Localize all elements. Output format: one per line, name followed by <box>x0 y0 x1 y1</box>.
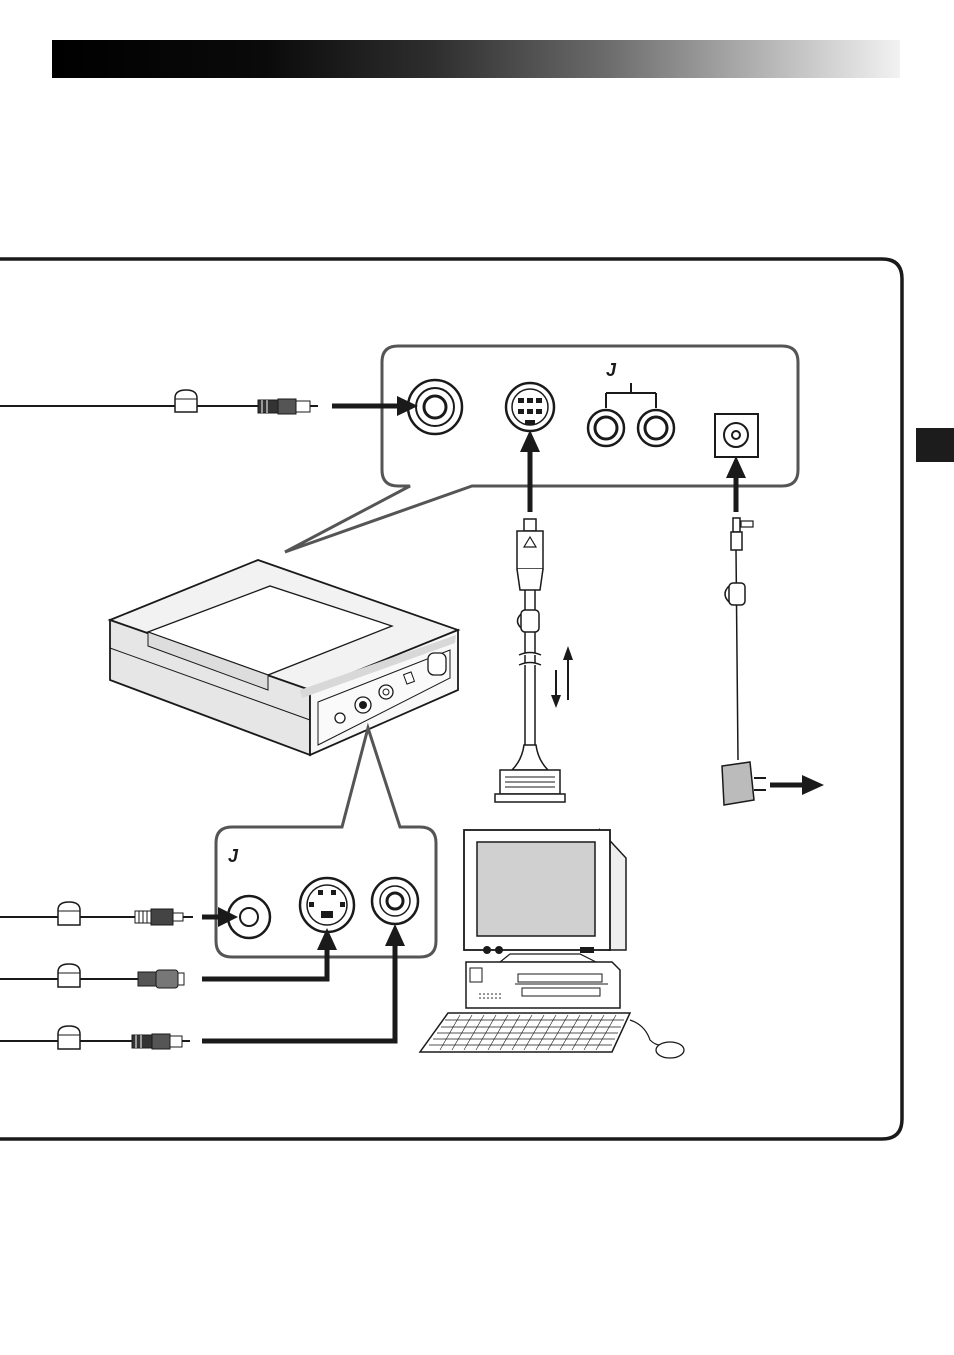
ferrite-core-icon <box>518 610 540 632</box>
dc-in-jack-icon <box>715 414 758 457</box>
video-plug-icon <box>132 1034 190 1049</box>
audio-plug-icon <box>135 909 193 925</box>
computer-icon <box>420 830 684 1058</box>
ferrite-core-icon <box>725 583 745 605</box>
ac-adapter-cable <box>722 456 824 805</box>
video-plug-icon <box>258 399 318 414</box>
audio-cable <box>0 902 238 927</box>
pc-port-icon <box>506 383 554 431</box>
composite-in-jack-icon <box>372 878 418 924</box>
ferrite-core-icon <box>58 902 80 925</box>
composite-connection-line <box>202 945 395 1041</box>
ac-adapter-icon <box>722 762 766 805</box>
ferrite-core-icon <box>58 1026 80 1049</box>
arrow-icon <box>770 775 824 795</box>
video-cable <box>0 390 418 416</box>
logo-mark-bottom: J <box>228 846 239 866</box>
logo-mark-top: J <box>606 360 617 380</box>
ferrite-core-icon <box>58 964 80 987</box>
video-in-jack-icon <box>408 380 462 434</box>
front-panel-callout: J <box>216 728 436 957</box>
svideo-plug-icon <box>138 970 184 988</box>
rear-panel-callout: J <box>285 346 798 552</box>
capture-device-icon <box>110 560 458 755</box>
parallel-connector-icon <box>495 770 565 802</box>
ferrite-core-icon <box>175 390 197 412</box>
svideo-in-jack-icon <box>300 878 354 932</box>
dc-plug-icon <box>731 518 753 550</box>
bidirectional-arrow-icon <box>551 646 573 708</box>
